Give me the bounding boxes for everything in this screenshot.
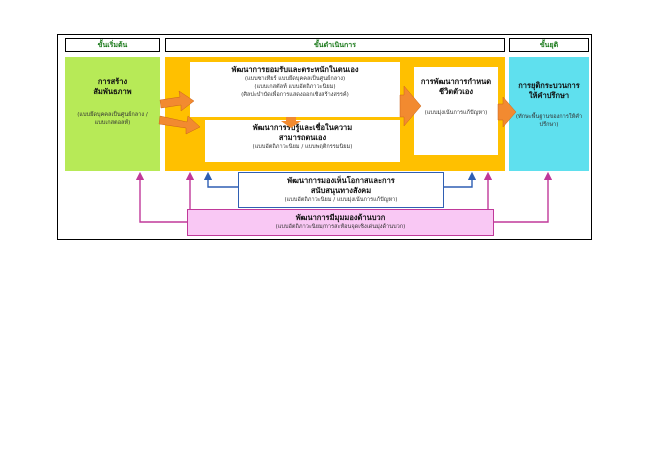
- termination-box: การยุติกระบวนการให้คำปรึกษา (ทักษะพื้นฐา…: [509, 57, 589, 171]
- self-acceptance-sub2: (แบบเกสตัลท์ แบบอัตถิภาวะนิยม): [254, 84, 336, 90]
- self-acceptance-box: พัฒนาการยอมรับและตระหนักในตนเอง (แบบซาเท…: [190, 62, 400, 117]
- termination-title: การยุติกระบวนการให้คำปรึกษา: [518, 81, 580, 100]
- header-end: ขั้นยุติ: [509, 38, 589, 52]
- build-relationship-title: การสร้างสัมพันธภาพ: [93, 77, 132, 96]
- self-ability-title: พัฒนาการรับรู้และเชื่อในความสามารถตนเอง: [252, 123, 353, 142]
- diagram-frame: [57, 34, 592, 240]
- positive-view-title: พัฒนาการมีมุมมองด้านบวก: [295, 213, 386, 222]
- life-direction-box: การพัฒนาการกำหนดชีวิตตัวเอง (แบบมุ่งเน้น…: [414, 67, 498, 155]
- life-direction-title: การพัฒนาการกำหนดชีวิตตัวเอง: [420, 77, 492, 96]
- life-direction-sub: (แบบมุ่งเน้นการแก้ปัญหา): [424, 110, 488, 116]
- build-relationship-sub: (แบบยึดบุคคลเป็นศูนย์กลาง / แบบเกสตอลท์): [77, 112, 148, 126]
- self-acceptance-sub1: (แบบซาเทียร์ แบบยึดบุคคลเป็นศูนย์กลาง): [244, 76, 346, 82]
- header-start: ขั้นเริ่มต้น: [65, 38, 160, 52]
- termination-sub: (ทักษะพื้นฐานของการให้คำปรึกษา): [515, 114, 583, 128]
- positive-view-box: พัฒนาการมีมุมมองด้านบวก (แบบอัตถิภาวะนิย…: [187, 209, 494, 236]
- header-process: ขั้นดำเนินการ: [165, 38, 505, 52]
- positive-view-sub: (แบบอัตถิภาวะนิยม/การสะท้อนจุดเชิงเด่นมุ…: [275, 224, 406, 230]
- self-acceptance-title: พัฒนาการยอมรับและตระหนักในตนเอง: [231, 65, 359, 74]
- self-acceptance-sub3: (ศิลปะบำบัดเพื่อการแสดงออกเชิงสร้างสรรค์…: [241, 92, 349, 98]
- social-support-sub: (แบบอัตถิภาวะนิยม / แบบมุ่งเน้นการแก้ปัญ…: [284, 197, 398, 203]
- build-relationship-box: การสร้างสัมพันธภาพ (แบบยึดบุคคลเป็นศูนย์…: [65, 57, 160, 171]
- social-support-title: พัฒนาการมองเห็นโอกาสและการสนับสนุนทางสัง…: [287, 176, 395, 195]
- social-support-box: พัฒนาการมองเห็นโอกาสและการสนับสนุนทางสัง…: [238, 172, 444, 208]
- self-ability-sub: (แบบอัตถิภาวะนิยม / แบบพฤติกรรมนิยม): [252, 144, 353, 150]
- self-ability-box: พัฒนาการรับรู้และเชื่อในความสามารถตนเอง …: [205, 120, 400, 162]
